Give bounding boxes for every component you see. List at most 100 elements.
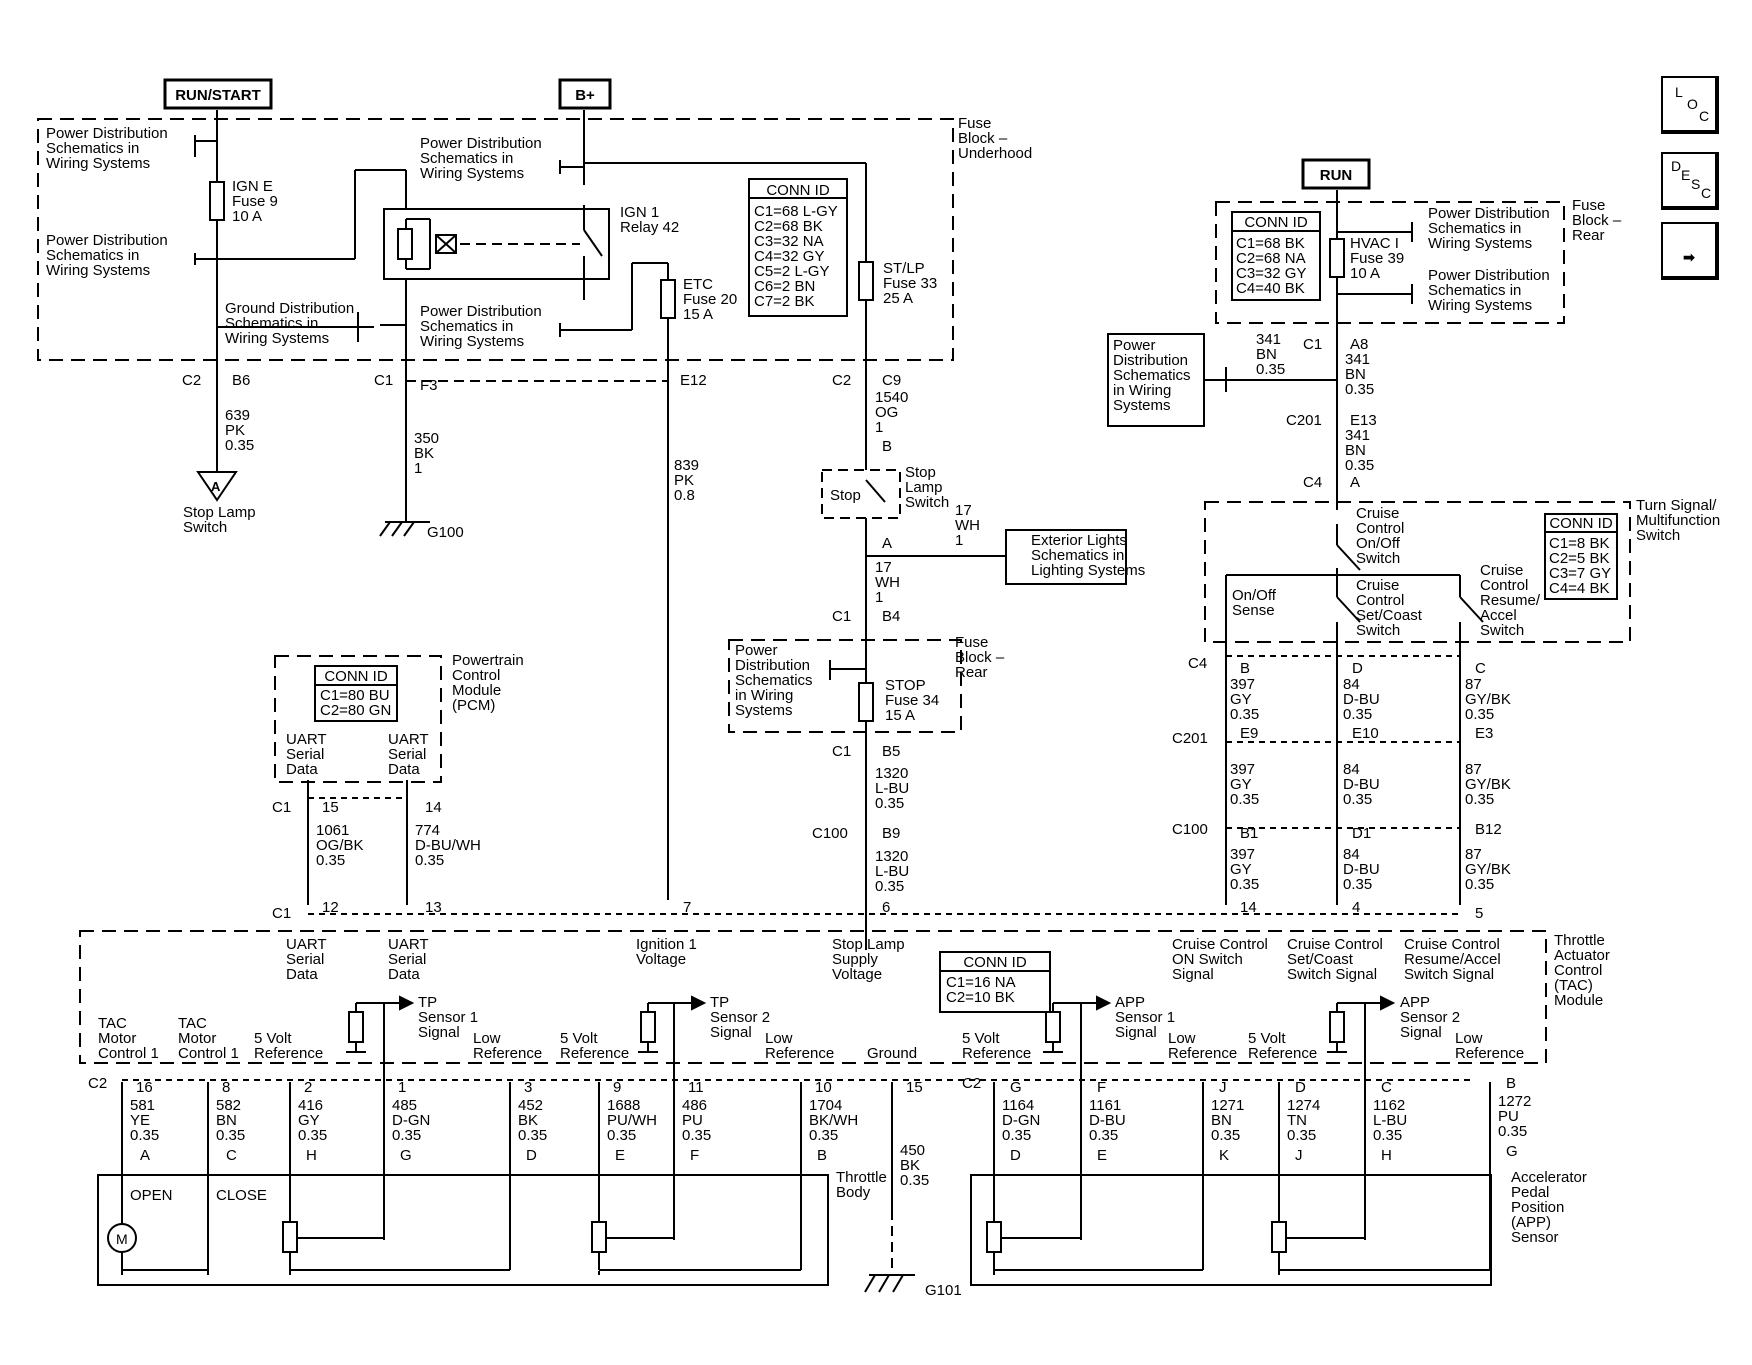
svg-text:Reference: Reference bbox=[1455, 1045, 1524, 1062]
svg-text:STOP: STOP bbox=[885, 677, 926, 694]
svg-text:Set/Coast: Set/Coast bbox=[1287, 951, 1354, 968]
loc-button[interactable]: L O C bbox=[1661, 76, 1719, 134]
svg-text:0.35: 0.35 bbox=[1373, 1127, 1402, 1144]
svg-text:Switch: Switch bbox=[183, 519, 227, 536]
onoff-sense: On/Off Sense bbox=[1232, 587, 1277, 619]
svg-text:B4: B4 bbox=[882, 608, 900, 625]
svg-text:UART: UART bbox=[286, 731, 327, 748]
svg-text:Cruise Control: Cruise Control bbox=[1172, 936, 1268, 953]
throttle-close-label: CLOSE bbox=[216, 1187, 267, 1204]
stop-lamp-switch-ref: Stop Lamp Switch bbox=[183, 504, 256, 536]
svg-text:C2: C2 bbox=[962, 1075, 981, 1092]
svg-text:13: 13 bbox=[425, 899, 442, 916]
ground-g100: G100 bbox=[427, 524, 464, 541]
svg-text:On/Off: On/Off bbox=[1356, 535, 1401, 552]
svg-text:Distribution: Distribution bbox=[1113, 352, 1188, 369]
svg-text:1274: 1274 bbox=[1287, 1097, 1320, 1114]
svg-text:Cruise: Cruise bbox=[1356, 505, 1399, 522]
supply-run-start: RUN/START bbox=[163, 78, 273, 110]
svg-text:Lighting Systems: Lighting Systems bbox=[1031, 562, 1145, 579]
svg-text:ST/LP: ST/LP bbox=[883, 260, 925, 277]
svg-text:C100: C100 bbox=[812, 825, 848, 842]
svg-text:839: 839 bbox=[674, 457, 699, 474]
svg-text:Wiring Systems: Wiring Systems bbox=[1428, 235, 1532, 252]
svg-text:C2: C2 bbox=[88, 1075, 107, 1092]
svg-text:1: 1 bbox=[414, 460, 422, 477]
svg-text:BN: BN bbox=[1345, 442, 1366, 459]
svg-text:APP: APP bbox=[1115, 994, 1145, 1011]
svg-text:BN: BN bbox=[1345, 366, 1366, 383]
svg-text:87: 87 bbox=[1465, 846, 1482, 863]
svg-text:2: 2 bbox=[304, 1079, 312, 1096]
svg-text:C5=2 L-GY: C5=2 L-GY bbox=[754, 263, 829, 280]
next-arrow-button[interactable]: ➡ bbox=[1661, 222, 1719, 280]
svg-text:5 Volt: 5 Volt bbox=[962, 1030, 1000, 1047]
svg-text:C1=68 BK: C1=68 BK bbox=[1236, 235, 1305, 252]
svg-text:0.35: 0.35 bbox=[1343, 706, 1372, 723]
svg-text:1320: 1320 bbox=[875, 765, 908, 782]
svg-text:ON Switch: ON Switch bbox=[1172, 951, 1243, 968]
svg-text:B: B bbox=[817, 1147, 827, 1164]
svg-text:0.35: 0.35 bbox=[1287, 1127, 1316, 1144]
svg-text:Reference: Reference bbox=[765, 1045, 834, 1062]
svg-text:Block –: Block – bbox=[958, 130, 1008, 147]
svg-text:0.35: 0.35 bbox=[1230, 791, 1259, 808]
svg-text:Power: Power bbox=[735, 642, 778, 659]
svg-text:0.35: 0.35 bbox=[316, 852, 345, 869]
svg-text:0.35: 0.35 bbox=[1089, 1127, 1118, 1144]
svg-text:Systems: Systems bbox=[735, 702, 793, 719]
svg-text:PU: PU bbox=[682, 1112, 703, 1129]
svg-text:1: 1 bbox=[875, 589, 883, 606]
svg-text:OG/BK: OG/BK bbox=[316, 837, 364, 854]
svg-text:1: 1 bbox=[875, 419, 883, 436]
svg-text:17: 17 bbox=[955, 502, 972, 519]
svg-text:Stop Lamp: Stop Lamp bbox=[183, 504, 256, 521]
fuse-st-lp: ST/LP Fuse 33 25 A bbox=[883, 260, 937, 307]
fuse-stop: STOP Fuse 34 15 A bbox=[885, 677, 939, 724]
svg-text:CONN ID: CONN ID bbox=[766, 182, 830, 199]
svg-text:C3=32 GY: C3=32 GY bbox=[1236, 265, 1306, 282]
ref-pd-rear-a: Power Distribution Schematics in Wiring … bbox=[1428, 205, 1550, 252]
svg-text:C1=68 L-GY: C1=68 L-GY bbox=[754, 203, 838, 220]
svg-text:D-BU/WH: D-BU/WH bbox=[415, 837, 481, 854]
turn-signal-switch-title: Turn Signal/ Multifunction Switch bbox=[1636, 497, 1720, 544]
svg-text:0.35: 0.35 bbox=[130, 1127, 159, 1144]
svg-text:12: 12 bbox=[322, 899, 339, 916]
svg-text:B: B bbox=[1506, 1075, 1516, 1092]
svg-text:Control: Control bbox=[1356, 592, 1404, 609]
svg-text:Power Distribution: Power Distribution bbox=[46, 125, 168, 142]
svg-text:C4: C4 bbox=[1188, 655, 1207, 672]
svg-text:Accelerator: Accelerator bbox=[1511, 1169, 1587, 1186]
ref-power-distribution-4: Power Distribution Schematics in Wiring … bbox=[420, 303, 542, 350]
fuse-block-underhood-box bbox=[37, 118, 954, 361]
svg-text:Underhood: Underhood bbox=[958, 145, 1032, 162]
svg-text:HVAC I: HVAC I bbox=[1350, 235, 1399, 252]
svg-text:D-BU: D-BU bbox=[1343, 861, 1380, 878]
svg-text:C: C bbox=[226, 1147, 237, 1164]
svg-text:Schematics in: Schematics in bbox=[1031, 547, 1124, 564]
svg-text:BN: BN bbox=[216, 1112, 237, 1129]
pcm-uart-1: UART Serial Data bbox=[286, 731, 327, 778]
svg-text:Power Distribution: Power Distribution bbox=[1428, 205, 1550, 222]
svg-text:A: A bbox=[882, 535, 892, 552]
svg-text:Pedal: Pedal bbox=[1511, 1184, 1549, 1201]
svg-text:Control 1: Control 1 bbox=[98, 1045, 159, 1062]
fuse-hvac: HVAC I Fuse 39 10 A bbox=[1350, 235, 1404, 282]
svg-text:BN: BN bbox=[1211, 1112, 1232, 1129]
svg-text:Block –: Block – bbox=[1572, 212, 1622, 229]
supply-b-plus: B+ bbox=[558, 78, 612, 110]
svg-text:D-BU: D-BU bbox=[1089, 1112, 1126, 1129]
svg-text:0.35: 0.35 bbox=[392, 1127, 421, 1144]
desc-button[interactable]: D E S C bbox=[1661, 152, 1719, 210]
svg-text:7: 7 bbox=[683, 899, 691, 916]
pcm-uart-2: UART Serial Data bbox=[388, 731, 429, 778]
svg-text:Sensor 2: Sensor 2 bbox=[1400, 1009, 1460, 1026]
svg-text:C1: C1 bbox=[832, 743, 851, 760]
svg-text:RUN/START: RUN/START bbox=[175, 87, 261, 104]
svg-text:TP: TP bbox=[710, 994, 729, 1011]
svg-text:84: 84 bbox=[1343, 676, 1360, 693]
svg-text:BN: BN bbox=[1256, 346, 1277, 363]
svg-text:15 A: 15 A bbox=[683, 306, 713, 323]
svg-text:Module: Module bbox=[1554, 992, 1603, 1009]
svg-text:Schematics in: Schematics in bbox=[225, 315, 318, 332]
